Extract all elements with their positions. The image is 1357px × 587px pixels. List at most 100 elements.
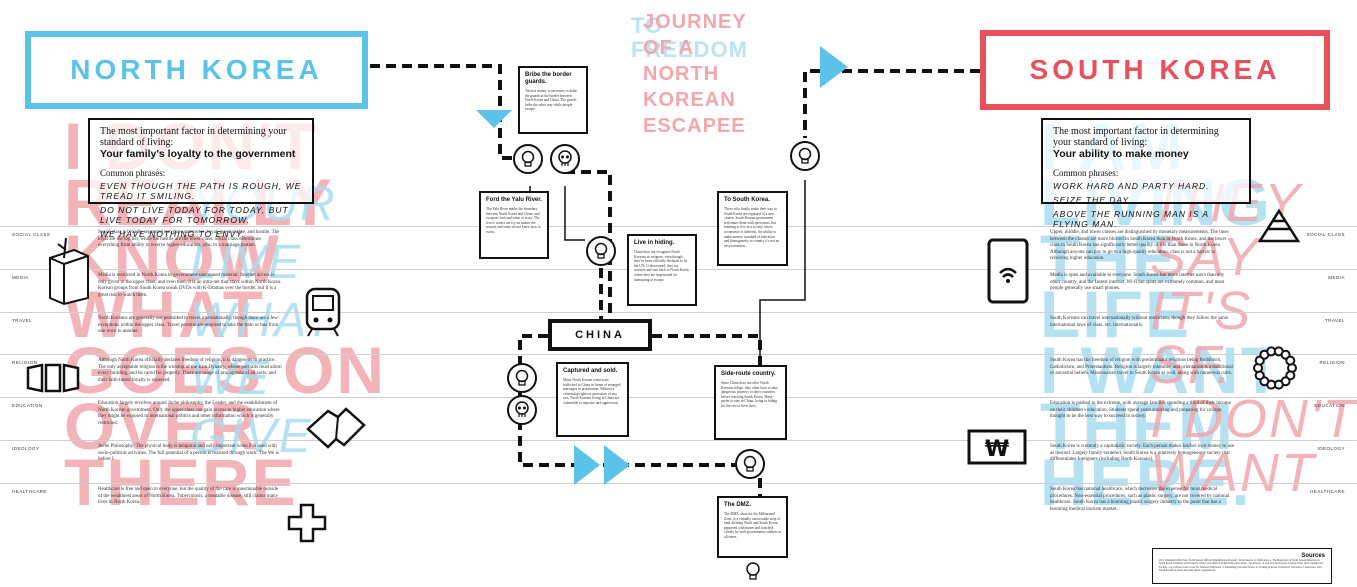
sources-title: Sources <box>1301 553 1325 559</box>
step-title: Bribe the border guards. <box>525 72 572 85</box>
south-row-text: Media is open and available to everyone.… <box>1050 273 1225 291</box>
north-row-text: Media is restricted in North Korea to go… <box>98 273 282 298</box>
north-box-lead: The most important factor in determining… <box>100 126 287 148</box>
row-divider <box>0 312 1357 313</box>
south-row-text: Upper, middle, and lower classes are dis… <box>1050 230 1229 261</box>
row-label-left: TRAVEL <box>12 318 33 323</box>
south-row-text: South Koreans can travel internationally… <box>1050 316 1229 328</box>
north-row-text: Healthcare is free and open to everyone,… <box>98 487 278 505</box>
smartphone-icon <box>987 238 1029 304</box>
step-captured-sold: Captured and sold. Many North Korean wom… <box>556 362 629 437</box>
step-title: To South Korea. <box>724 197 770 203</box>
row-label-left: RELIGION <box>12 360 38 365</box>
path-solid-hiding <box>564 186 585 241</box>
title-line: JOURNEY <box>643 11 747 33</box>
row-label-left: IDEOLOGY <box>12 446 40 451</box>
south-row-text: South Korea is currently a capitalistic … <box>1050 444 1235 462</box>
north-box-sub: Common phrases: <box>100 168 166 178</box>
portraits-icon <box>26 363 80 393</box>
tv-box-icon <box>49 237 89 306</box>
open-book-icon <box>306 407 366 449</box>
step-yalu-river: Ford the Yalu River. The Yalu River mark… <box>479 191 549 259</box>
step-body: The Yalu River marks the boundary betwee… <box>486 207 541 234</box>
skull-icon <box>507 395 537 425</box>
step-body: Many North Korean women are trafficked t… <box>563 378 621 405</box>
lightbulb-icon <box>586 236 616 266</box>
row-label-right: RELIGION <box>1319 360 1345 365</box>
row-label-right: SOCIAL CLASS <box>1306 232 1345 237</box>
title-overlay: TO FREEDOM <box>631 13 748 62</box>
south-row-text: South Korea has the freedom of religion … <box>1050 358 1233 376</box>
arrow-right-icon <box>604 445 630 485</box>
north-row-text: Social class is broadly separated into t… <box>98 230 280 248</box>
south-background-quote-2: THEY SAY IT'S SF. I DON'T WANT <box>1150 176 1357 503</box>
pyramid-icon <box>1257 208 1301 243</box>
step-body: Tried at money is necessary to bribe the… <box>525 89 577 112</box>
south-korea-header: SOUTH KOREA <box>980 30 1330 110</box>
row-divider <box>0 354 1357 355</box>
step-body: Those who finally make their way to Sout… <box>724 207 780 248</box>
row-label-right: HEALTHCARE <box>1310 489 1345 494</box>
train-icon <box>305 287 341 337</box>
row-divider <box>0 483 1357 484</box>
path-south-top <box>803 69 980 138</box>
row-divider <box>0 226 1357 227</box>
north-phrase: Even though the path is rough, we tread … <box>100 181 302 201</box>
north-phrase: Do not live today for today, but live to… <box>100 205 289 225</box>
north-row-text: Although North Korea officially declares… <box>98 358 282 383</box>
row-label-right: MEDIA <box>1328 275 1345 280</box>
row-divider <box>0 440 1357 441</box>
south-phrase: Work hard and party hard. <box>1053 181 1210 191</box>
title-line: KOREAN <box>643 89 736 111</box>
south-box-lead: The most important factor in determining… <box>1053 126 1219 148</box>
china-label: CHINA <box>548 319 652 351</box>
step-to-south-korea: To South Korea. Those who finally make t… <box>717 191 788 266</box>
south-phrase: Seize the day. <box>1053 195 1132 205</box>
row-label-left: SOCIAL CLASS <box>12 232 51 237</box>
step-live-in-hiding: Live in hiding. China does not recognize… <box>627 234 697 306</box>
south-standard-box: The most important factor in determining… <box>1041 118 1251 229</box>
step-title: The DMZ. <box>724 502 751 508</box>
row-label-left: MEDIA <box>12 275 29 280</box>
step-title: Ford the Yalu River. <box>486 197 542 203</box>
north-phrase: We have nothing to envy. <box>100 229 246 239</box>
north-row-text: Juche Philosophy: The physical body is t… <box>98 444 279 462</box>
lightbulb-icon <box>790 141 820 171</box>
step-body: The DMZ, short for the Militarized Zone,… <box>724 512 781 539</box>
prayer-beads-icon <box>1253 346 1297 390</box>
south-box-key: Your ability to make money <box>1053 148 1189 160</box>
row-label-right: TRAVEL <box>1324 318 1345 323</box>
north-korea-header: NORTH KOREA <box>25 31 368 109</box>
step-dmz: The DMZ. The DMZ, short for the Militari… <box>717 496 788 558</box>
title-line: OF A <box>643 37 695 59</box>
south-phrase: Above the running man is a flying man. <box>1053 209 1209 229</box>
medical-cross-icon <box>287 503 327 543</box>
lightbulb-icon <box>735 449 765 479</box>
lightbulb-icon <box>513 144 543 174</box>
south-row-text: South Korea has national healthcare, whi… <box>1050 487 1230 512</box>
title-line: ESCAPEE <box>643 115 746 137</box>
south-row-text: Education is pushed to the extreme, with… <box>1050 401 1231 419</box>
lightbulb-icon <box>744 561 762 586</box>
step-title: Side-route country. <box>721 371 776 377</box>
north-background-quote-2: YOUR LIVE WHAT WE GIVE <box>190 178 337 463</box>
north-row-text: Education largely revolves around Juche … <box>98 401 280 426</box>
title-main: JOURNEY OF A NORTH KOREAN ESCAPEE <box>643 12 747 136</box>
won-currency-icon: ₩ <box>967 429 1027 465</box>
arrow-down-icon <box>476 110 512 128</box>
step-bribe-guards: Bribe the border guards. Tried at money … <box>518 66 588 134</box>
bead <box>1285 355 1296 366</box>
row-divider <box>0 397 1357 398</box>
lightbulb-icon <box>507 363 537 393</box>
south-box-sub: Common phrases: <box>1053 168 1119 178</box>
step-title: Live in hiding. <box>634 240 675 246</box>
north-row-text: North Koreans are generally not permitte… <box>98 316 279 334</box>
north-standard-box: The most important factor in determining… <box>88 118 314 239</box>
path-china-left <box>518 334 747 467</box>
svg-text:₩: ₩ <box>985 437 1009 462</box>
sources-body: 2011 Uzbekistan Web Page: North Korean O… <box>1159 559 1324 572</box>
step-side-route: Side-route country. Since China does not… <box>714 365 787 440</box>
north-box-key: Your family's loyalty to the government <box>100 148 296 160</box>
step-body: China does not recognize North Koreans a… <box>634 250 690 282</box>
